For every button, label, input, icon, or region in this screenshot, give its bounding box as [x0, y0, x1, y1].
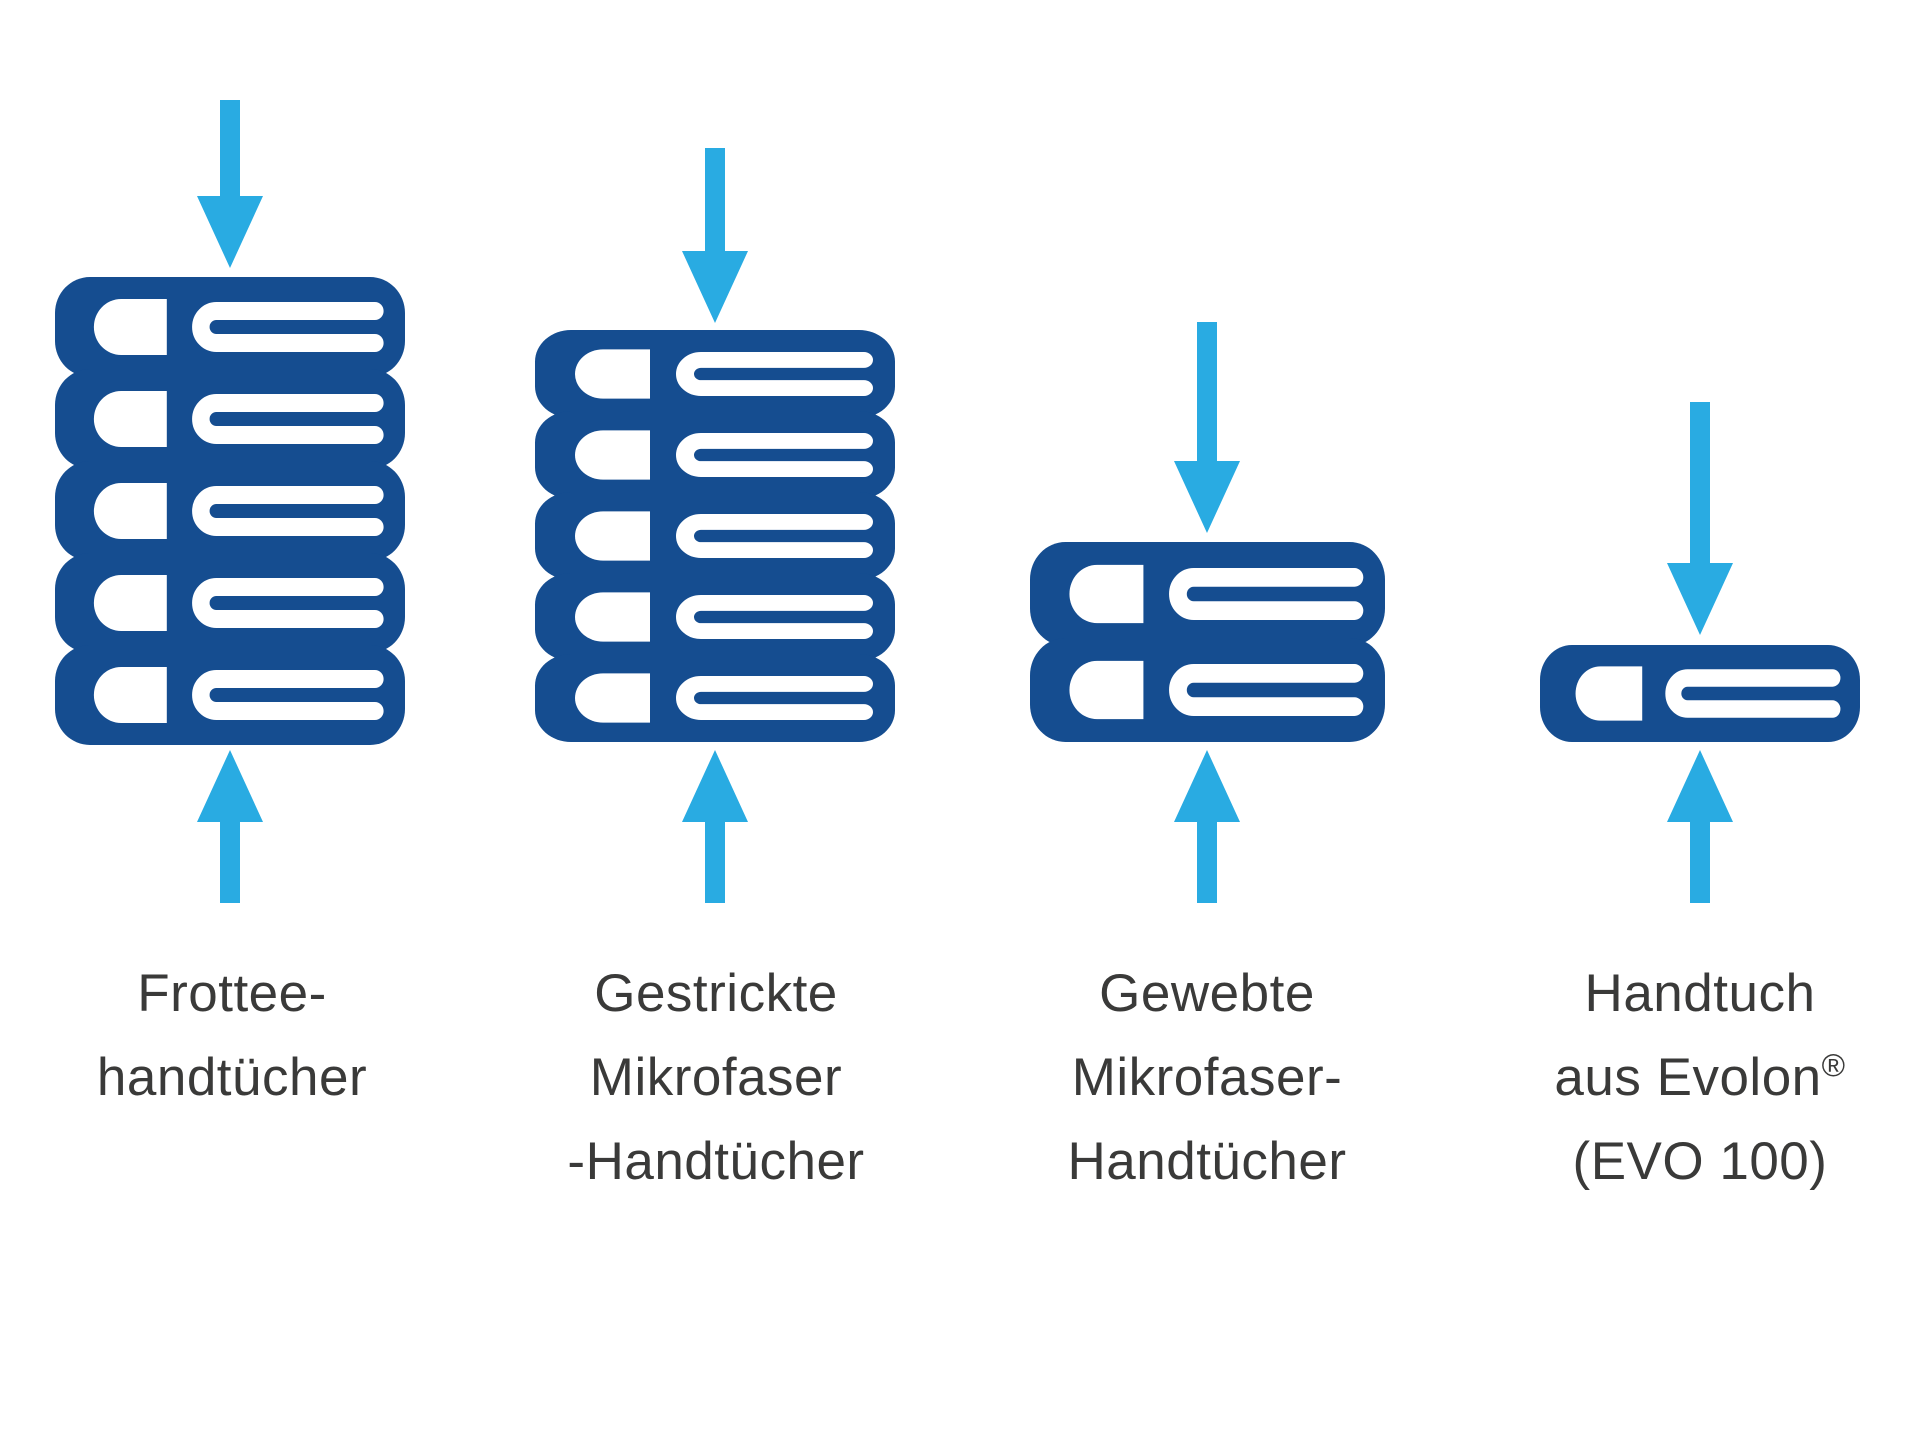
towel-fold-opening: [575, 673, 650, 723]
folded-towel-icon: [55, 645, 405, 745]
folded-towel-icon: [55, 461, 405, 561]
towel-fold-opening: [1575, 666, 1643, 721]
compression-arrow-up-icon: [1174, 750, 1240, 903]
compression-arrow-down-icon: [1667, 402, 1733, 635]
towel-fold-line: [192, 578, 384, 628]
towel-fold-opening: [93, 575, 167, 631]
column-frottee: [55, 100, 405, 903]
column-gewebte-mikrofaser: [1030, 322, 1385, 903]
folded-towel-icon: [535, 330, 895, 418]
folded-towel-icon: [55, 369, 405, 469]
compression-arrow-down-icon: [682, 148, 748, 323]
towel-fold-line: [676, 675, 873, 720]
towel-fold-line: [1665, 669, 1841, 718]
towel-fold-line: [1169, 663, 1364, 716]
towel-fold-opening: [1069, 660, 1144, 720]
compression-arrow-down-icon: [1174, 322, 1240, 533]
folded-towel-icon: [535, 654, 895, 742]
folded-towel-icon: [55, 553, 405, 653]
compression-arrow-down-icon: [197, 100, 263, 268]
towel-fold-line: [192, 486, 384, 536]
towel-fold-opening: [93, 391, 167, 447]
towel-fold-line: [192, 394, 384, 444]
towel-fold-opening: [575, 430, 650, 480]
column-evolon: [1540, 402, 1860, 903]
compression-arrow-up-icon: [682, 750, 748, 903]
compression-arrow-up-icon: [1667, 750, 1733, 903]
towel-fold-line: [192, 302, 384, 352]
folded-towel-icon: [1540, 645, 1860, 742]
compression-arrow-up-icon: [197, 750, 263, 903]
towel-fold-opening: [575, 349, 650, 399]
towel-fold-line: [192, 670, 384, 720]
folded-towel-icon: [535, 411, 895, 499]
folded-towel-icon: [535, 492, 895, 580]
towel-fold-opening: [575, 511, 650, 561]
towel-fold-line: [676, 432, 873, 477]
folded-towel-icon: [55, 277, 405, 377]
towel-fold-line: [676, 594, 873, 639]
column-gestrickte-mikrofaser: [535, 148, 895, 903]
towel-fold-line: [676, 351, 873, 396]
folded-towel-icon: [1030, 542, 1385, 646]
towel-fold-line: [676, 513, 873, 558]
towel-fold-opening: [93, 483, 167, 539]
towel-fold-opening: [575, 592, 650, 642]
towel-fold-line: [1169, 567, 1364, 620]
folded-towel-icon: [535, 573, 895, 661]
towel-fold-opening: [93, 667, 167, 723]
folded-towel-icon: [1030, 638, 1385, 742]
towel-fold-opening: [93, 299, 167, 355]
towel-fold-opening: [1069, 564, 1144, 624]
